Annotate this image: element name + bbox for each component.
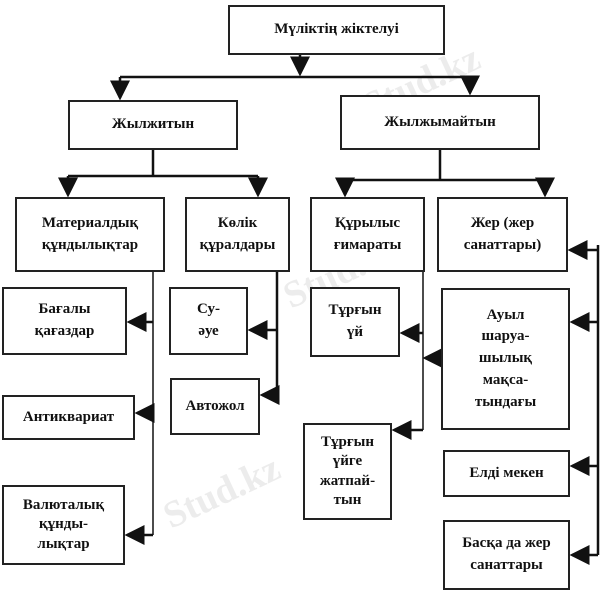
node-label: Тұрғын үй bbox=[328, 302, 382, 340]
node-label: Автожол bbox=[185, 397, 245, 414]
node-label: Материалдық құндылықтар bbox=[41, 214, 139, 253]
road-node: Автожол bbox=[170, 378, 260, 435]
buildings-node: Құрылыс ғимараты bbox=[310, 197, 425, 272]
immovable-node: Жылжымайтын bbox=[340, 95, 540, 150]
nonresidential-node: Тұрғын үйге жатпай- тын bbox=[303, 423, 392, 520]
node-label: Валюталық құнды- лықтар bbox=[22, 496, 105, 552]
land-node: Жер (жер санаттары) bbox=[437, 197, 568, 272]
node-label: Құрылыс ғимараты bbox=[333, 214, 402, 253]
settlement-land-node: Елді мекен bbox=[443, 450, 570, 497]
immovable-label: Жылжымайтын bbox=[384, 113, 496, 130]
movable-node: Жылжитын bbox=[68, 100, 238, 150]
material-values-node: Материалдық құндылықтар bbox=[15, 197, 165, 272]
node-label: Ауыл шаруа- шылық мақса- тындағы bbox=[474, 306, 537, 410]
agricultural-land-node: Ауыл шаруа- шылық мақса- тындағы bbox=[441, 288, 570, 430]
root-node: Мүліктің жіктелуі bbox=[228, 5, 445, 55]
node-label: Тұрғын үйге жатпай- тын bbox=[319, 433, 376, 509]
root-label: Мүліктің жіктелуі bbox=[274, 21, 399, 38]
movable-label: Жылжитын bbox=[111, 116, 195, 133]
antiques-node: Антиквариат bbox=[2, 395, 135, 440]
node-label: Антиквариат bbox=[22, 408, 115, 425]
node-label: Елді мекен bbox=[469, 464, 544, 481]
node-label: Көлік құралдары bbox=[199, 214, 276, 253]
node-label: Басқа да жер санаттары bbox=[462, 535, 551, 573]
node-label: Бағалы қағаздар bbox=[34, 301, 95, 339]
residential-node: Тұрғын үй bbox=[310, 287, 400, 357]
securities-node: Бағалы қағаздар bbox=[2, 287, 127, 355]
other-land-node: Басқа да жер санаттары bbox=[443, 520, 570, 590]
vehicles-node: Көлік құралдары bbox=[185, 197, 290, 272]
water-air-node: Су- әуе bbox=[169, 287, 248, 355]
currency-values-node: Валюталық құнды- лықтар bbox=[2, 485, 125, 565]
node-label: Су- әуе bbox=[197, 301, 220, 339]
node-label: Жер (жер санаттары) bbox=[463, 214, 542, 253]
